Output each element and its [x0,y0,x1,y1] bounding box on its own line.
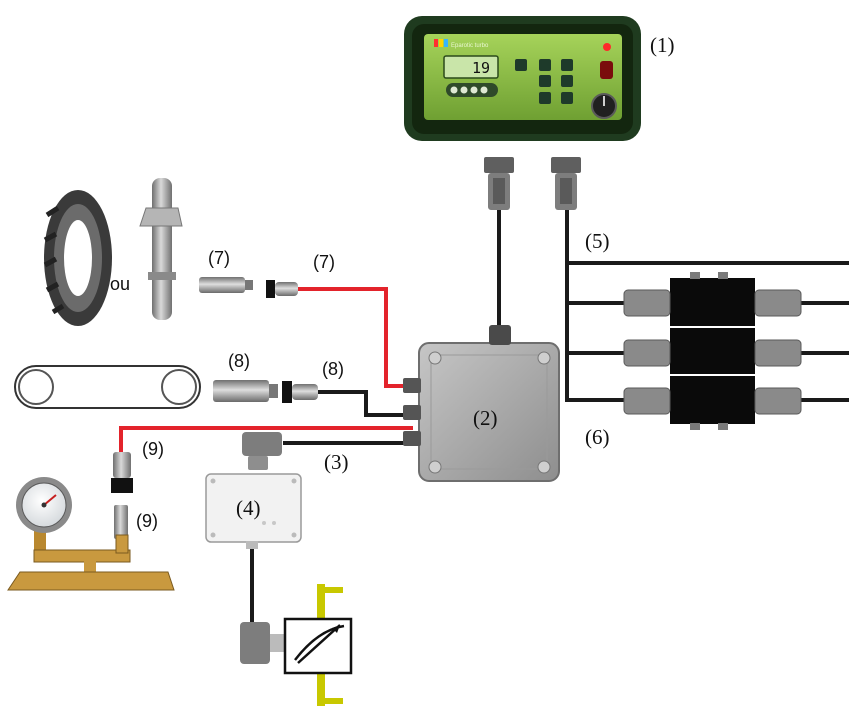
tractor-wheel [43,190,112,326]
gear-shaft [139,178,183,320]
console-plug-left [484,157,514,210]
label-wheel-sensor: (7) [208,248,230,268]
label-amplifier: (4) [236,496,261,520]
pressure-sensor-connector [111,452,133,493]
label-wheel-connector: (7) [313,252,335,272]
label-pressure-sensor: (9) [136,511,158,531]
console-brand: Eparotic turbo [451,43,489,49]
wheel-speed-sensor [199,277,253,293]
stop-button[interactable] [600,61,613,79]
actuator-connector [240,622,284,664]
console-plug-right [551,157,581,210]
pressure-sensor-cable [119,426,413,452]
manifold-connectors [623,289,802,415]
wheel-sensor-cable [298,287,415,388]
label-belt-connector: (8) [322,359,344,379]
gauge-manifold-base [7,534,175,591]
conveyor-belt [14,365,201,409]
console-lcd-reading: 19 [472,59,490,77]
label-junction-box: (2) [473,406,498,430]
label-console: (1) [650,33,675,57]
cables [119,205,849,622]
pressure-gauge [16,477,72,562]
or-label: ou [110,274,130,294]
belt-sensor-cable [318,390,412,417]
flow-control-valve [283,584,353,706]
power-led [603,43,611,51]
belt-speed-sensor [213,380,278,402]
valve-manifold [670,272,755,430]
console-keypad[interactable] [515,59,573,104]
label-valve-cable: (3) [324,450,349,474]
valve-connector [242,432,282,470]
junction-box [403,325,560,482]
wheel-sensor-connector [266,280,298,298]
console-lcd [443,55,499,79]
label-belt-sensor: (8) [228,351,250,371]
label-upper-harness: (5) [585,229,610,253]
belt-sensor-connector [282,381,318,403]
control-console: Eparotic turbo 19 [404,16,641,141]
pressure-sensor [114,505,128,539]
amplifier-box [205,473,302,549]
label-lower-harness: (6) [585,425,610,449]
label-pressure-cable: (9) [142,439,164,459]
